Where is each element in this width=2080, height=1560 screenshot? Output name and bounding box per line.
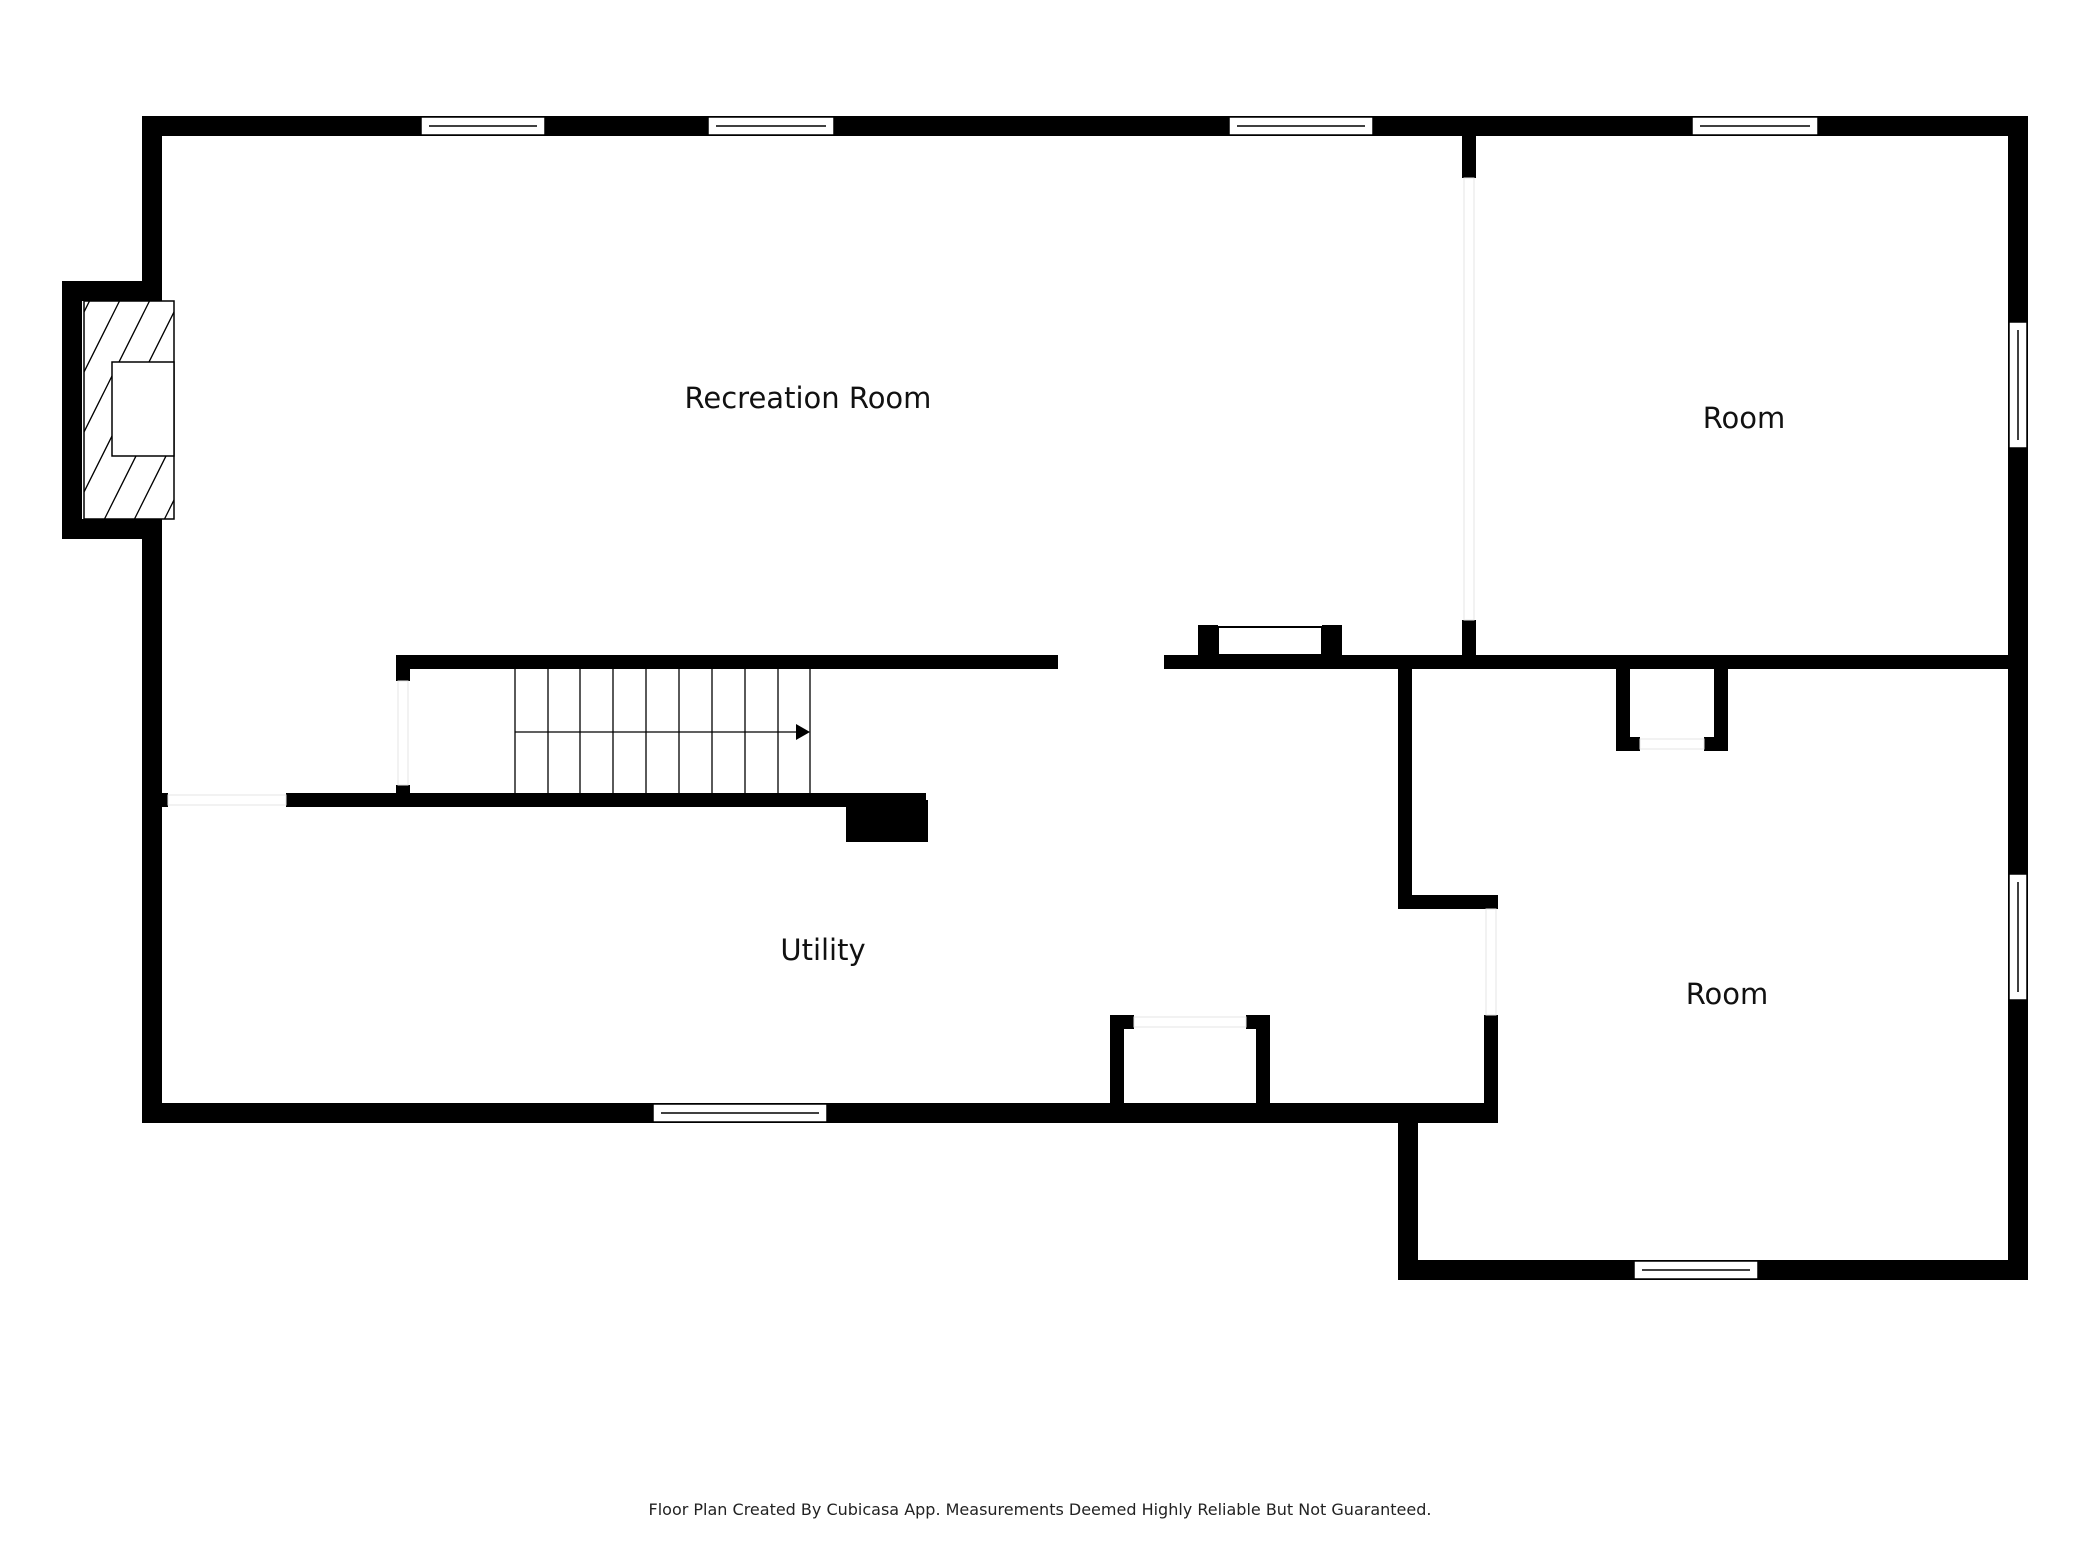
door-openings [167,177,1705,1028]
chimney-top [62,281,162,301]
wall-jog-vertical [1398,1103,1418,1280]
chimney-left [62,281,82,539]
wall-lower-room-step [1398,895,1498,909]
utility-closet-top-right [1246,1015,1270,1029]
room-lower-label: Room [1686,977,1769,1011]
utility-label: Utility [780,933,865,967]
windows [420,116,2028,1280]
closet-top-right-side [1322,625,1342,657]
wall-middle-horizontal [1164,655,2028,669]
wall-stair-top [396,655,1058,669]
window [1691,116,1819,136]
lower-closet-bottom-left [1616,737,1640,751]
wall-top [142,116,2028,136]
door-utility-left [167,794,287,806]
wall-divider-top [1462,136,1476,178]
window [652,1103,828,1123]
wall-right [2008,116,2028,1280]
staircase [514,669,811,793]
utility-closet-right [1256,1015,1270,1123]
door-utility-closet [1133,1016,1247,1028]
stair-arrow-icon [796,724,810,740]
chimney-bottom [62,519,162,539]
lower-closet-bottom-right [1704,737,1728,751]
window [2008,873,2028,1001]
door-lower-closet [1639,738,1705,750]
window [1633,1260,1759,1280]
interior-walls [162,136,2028,1123]
lower-closet-right [1714,667,1728,751]
room-upper-label: Room [1703,401,1786,435]
lower-closet-left [1616,667,1630,751]
closet-top-left-side [1198,625,1218,657]
utility-closet-top-left [1110,1015,1134,1029]
window [2008,321,2028,449]
support-column [846,800,928,842]
fireplace [83,300,175,520]
recreation-room-label: Recreation Room [685,381,932,415]
wall-lower-room-left [1398,667,1412,909]
door-closet-top [1217,626,1323,656]
wall-left-upper [142,116,162,301]
utility-closet-left [1110,1015,1124,1123]
window [707,116,835,136]
wall-stair-bottom-stub [162,793,168,807]
wall-left-lower [142,519,162,1123]
exterior-walls [62,116,2028,1280]
wall-stair-left-a [396,655,410,681]
window [1228,116,1374,136]
disclaimer-footer: Floor Plan Created By Cubicasa App. Meas… [648,1500,1432,1519]
door-lower-room [1485,908,1497,1016]
firebox [111,361,175,457]
wall-divider-bottom [1462,620,1476,668]
window [420,116,546,136]
wall-stair-bottom [286,793,926,807]
wall-lower-room-door-post [1484,1015,1498,1115]
door-divider [1463,177,1475,621]
door-stair-side [397,680,409,786]
